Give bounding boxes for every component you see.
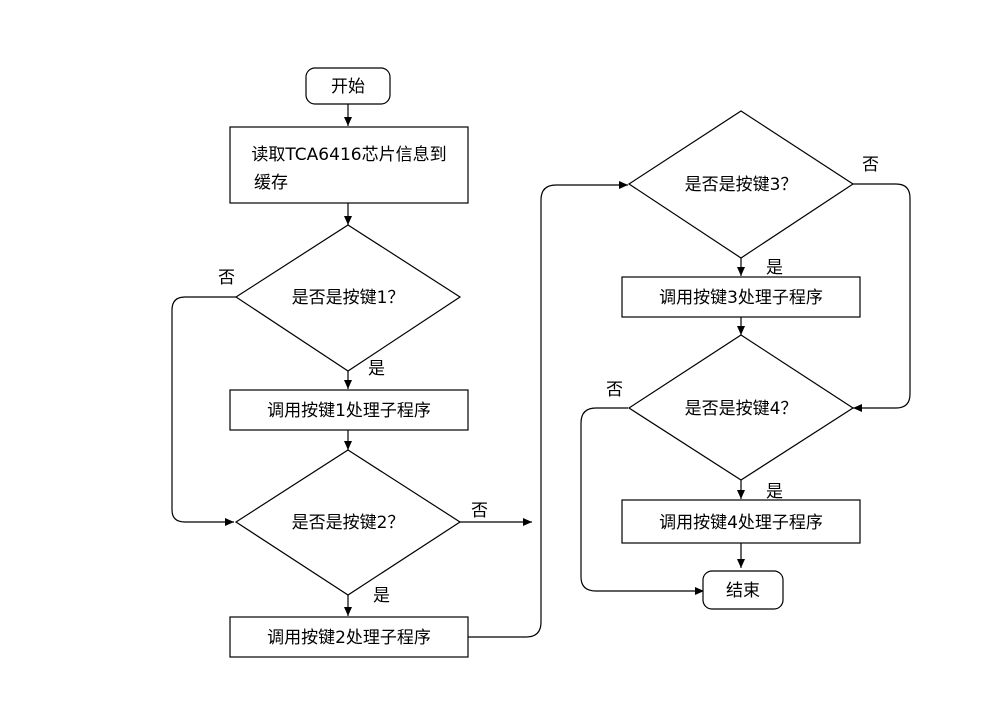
decision-key3: 是否是按键3？	[627, 110, 855, 259]
read-cache-process: 读取TCA6416芯片信息到 缓存	[229, 126, 469, 204]
process-key2: 调用按键2处理子程序	[229, 616, 469, 658]
process-key4-label: 调用按键4处理子程序	[659, 513, 823, 533]
no-label-decision2: 否	[471, 501, 488, 521]
start-label: 开始	[331, 77, 365, 97]
yes-label-decision3: 是	[766, 258, 783, 278]
decision-key2-label: 是否是按键2？	[292, 513, 405, 533]
process-key4: 调用按键4处理子程序	[621, 499, 861, 544]
decision-key4-label: 是否是按键4？	[685, 399, 798, 419]
process-key1: 调用按键1处理子程序	[229, 389, 469, 431]
end-label: 结束	[726, 581, 760, 601]
decision-key4: 是否是按键4？	[627, 334, 855, 481]
decision-key3-label: 是否是按键3？	[685, 175, 798, 195]
edge-decision1-no	[171, 296, 236, 526]
yes-label-decision2: 是	[373, 586, 390, 606]
decision-key2: 是否是按键2？	[234, 449, 462, 596]
read-cache-label-line1: 读取TCA6416芯片信息到	[251, 145, 446, 165]
process-key1-label: 调用按键1处理子程序	[267, 401, 431, 421]
process-key2-label: 调用按键2处理子程序	[267, 628, 431, 648]
read-cache-label-line2: 缓存	[254, 173, 288, 193]
decision-key1: 是否是按键1？	[234, 224, 462, 372]
process-key3: 调用按键3处理子程序	[621, 276, 861, 318]
start-node: 开始	[305, 67, 391, 105]
edge-decision3-no	[853, 183, 911, 412]
decision-key1-label: 是否是按键1？	[292, 288, 405, 308]
yes-label-decision4: 是	[766, 482, 783, 502]
no-label-decision4: 否	[606, 380, 623, 400]
edge-process2-to-decision3	[468, 181, 628, 638]
edge-decision4-no	[580, 407, 704, 595]
yes-label-decision1: 是	[368, 359, 385, 379]
process-key3-label: 调用按键3处理子程序	[659, 288, 823, 308]
no-label-decision1: 否	[218, 268, 235, 288]
no-label-decision3: 否	[862, 155, 879, 175]
end-node: 结束	[702, 570, 784, 610]
